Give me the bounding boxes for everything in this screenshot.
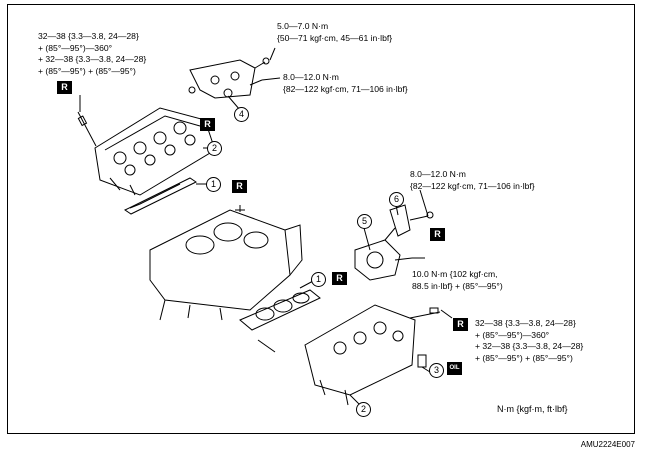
- leader-lines: [196, 47, 433, 406]
- callout-5: 5: [357, 214, 372, 229]
- replace-badge: R: [232, 180, 247, 193]
- lower-cylinder-head: [304, 304, 416, 406]
- callout-1-lower: 1: [311, 272, 326, 287]
- torque-spec-top-mid: 5.0—7.0 N·m{50—71 kgf·cm, 45—61 in·lbf}: [277, 21, 393, 43]
- replace-badge: R: [430, 228, 445, 241]
- oil-plug: [417, 354, 431, 373]
- head-bolt-upper: [77, 95, 97, 147]
- cylinder-block: [149, 205, 303, 321]
- diagram-frame: [7, 4, 635, 434]
- replace-badge: R: [57, 81, 72, 94]
- callout-4: 4: [234, 107, 249, 122]
- upper-cylinder-head: [94, 107, 216, 196]
- replace-badge: R: [332, 272, 347, 285]
- torque-spec-right-mid: 10.0 N·m {102 kgf·cm,88.5 in·lbf} + (85°…: [412, 269, 503, 291]
- sensor-part: [389, 204, 434, 237]
- figure-id: AMU2224E007: [580, 440, 635, 449]
- upper-head-gasket: [124, 177, 197, 215]
- replace-badge: R: [453, 318, 468, 331]
- water-outlet: [354, 227, 413, 281]
- torque-spec-mid-top: 8.0—12.0 N·m{82—122 kgf·cm, 71—106 in·lb…: [283, 72, 408, 94]
- callout-2-upper: 2: [207, 141, 222, 156]
- replace-badge: R: [200, 118, 215, 131]
- torque-spec-upper-left: 32—38 {3.3—3.8, 24—28}+ (85°—95°)—360°+ …: [38, 31, 147, 76]
- head-bolt-lower: [409, 307, 453, 319]
- engine-bracket: [188, 57, 270, 99]
- torque-spec-lower-right: 32—38 {3.3—3.8, 24—28}+ (85°—95°)—360°+ …: [475, 318, 584, 363]
- torque-spec-right-top: 8.0—12.0 N·m{82—122 kgf·cm, 71—106 in·lb…: [410, 169, 535, 191]
- callout-6: 6: [389, 192, 404, 207]
- callout-3: 3: [429, 363, 444, 378]
- callout-2-lower: 2: [356, 402, 371, 417]
- units-legend: N·m {kgf·m, ft·lbf}: [497, 404, 568, 414]
- lower-head-gasket: [239, 289, 321, 353]
- callout-1-upper: 1: [206, 177, 221, 192]
- oil-badge: OIL: [447, 362, 462, 375]
